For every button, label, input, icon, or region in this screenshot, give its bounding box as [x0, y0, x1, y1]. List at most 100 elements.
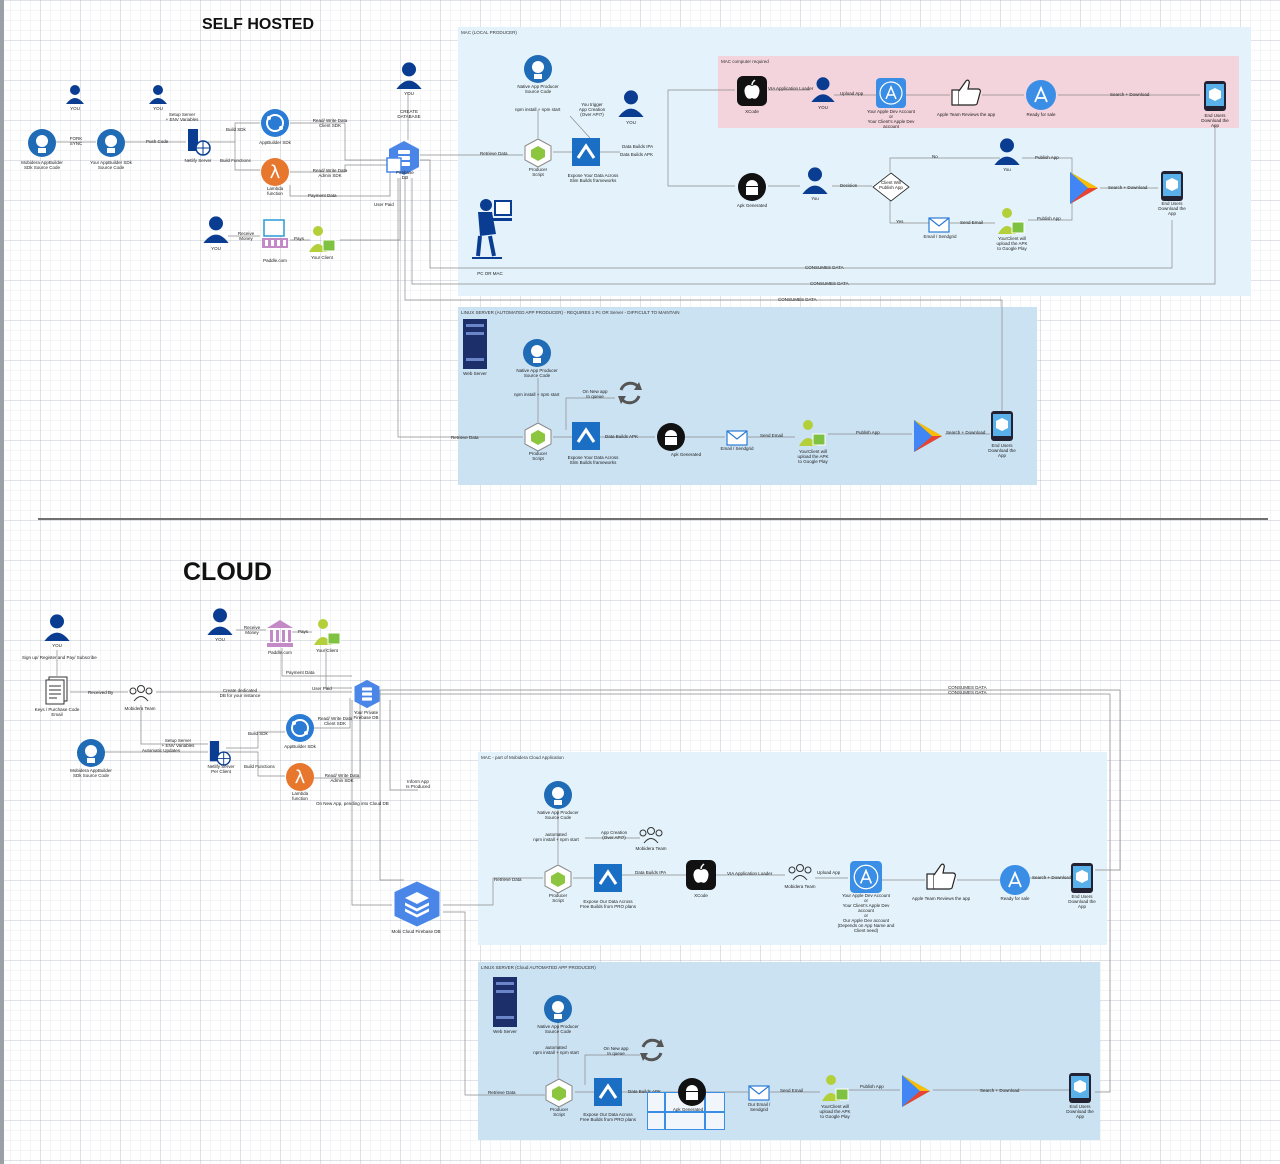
npm-install-label: automated npm install + npm start	[533, 832, 579, 842]
email-icon	[748, 1083, 770, 1106]
publish-app-label: Publish App	[1035, 155, 1059, 160]
send-email-label: Send Email	[960, 220, 984, 225]
web-server-icon[interactable]	[462, 318, 488, 375]
signup-label: Sign up/ Register and Pay/ Subscribe	[22, 655, 97, 660]
firebase-db-label: Firebase DB	[396, 170, 414, 180]
mobile-app-icon[interactable]	[990, 410, 1014, 447]
expose-icon[interactable]	[594, 1078, 622, 1111]
mobile-app-icon[interactable]	[1203, 80, 1227, 117]
app-store-icon[interactable]	[876, 78, 906, 113]
producer-script-icon[interactable]	[523, 422, 553, 457]
android-icon[interactable]	[656, 422, 686, 457]
you-label: You	[1003, 167, 1011, 172]
lambda-icon[interactable]: λ	[260, 157, 290, 192]
android-icon[interactable]	[677, 1077, 707, 1112]
consumes-data-label: CONSUMES DATA	[948, 685, 987, 690]
user-icon	[43, 612, 71, 647]
app-store-circle-icon[interactable]	[999, 864, 1031, 901]
producer-script-icon[interactable]	[544, 1078, 574, 1113]
mobile-app-icon[interactable]	[1160, 170, 1184, 207]
web-server-icon[interactable]	[492, 976, 518, 1033]
app-store-circle-icon[interactable]	[1025, 79, 1057, 116]
sync-icon	[615, 378, 645, 413]
you-label: You	[811, 196, 819, 201]
expose-icon[interactable]	[572, 422, 600, 455]
network-icon[interactable]	[260, 108, 290, 143]
on-new-app-label: On New app In queue	[603, 1046, 629, 1056]
firebase-db-icon[interactable]	[390, 880, 444, 933]
mobile-app-icon[interactable]	[1068, 1072, 1092, 1109]
you-label: YOU	[153, 106, 163, 111]
payment-data-label: Payment Data	[308, 193, 337, 198]
apple-icon[interactable]	[737, 76, 767, 111]
no-label: No	[932, 154, 938, 159]
github-icon[interactable]	[522, 338, 552, 373]
canvas-left-edge	[0, 0, 4, 1164]
search-download-label: Search + Download	[946, 430, 986, 435]
expose-icon[interactable]	[594, 864, 622, 897]
consumes-data-label: CONSUMES DATA	[948, 690, 987, 695]
build-functions-label: Build Functions	[220, 158, 251, 163]
google-play-icon[interactable]	[1068, 170, 1100, 211]
network-icon[interactable]	[285, 713, 315, 748]
client-upload-label: YourClient will upload the APK to Google…	[996, 236, 1028, 251]
you-label: YOU	[404, 91, 414, 96]
private-firebase-label: Your Private Firebase DB	[353, 710, 379, 720]
app-store-icon[interactable]	[850, 861, 882, 898]
github-icon[interactable]	[523, 54, 553, 89]
firebase-db-icon[interactable]	[352, 679, 382, 714]
web-server-label: Web Server	[463, 371, 487, 376]
you-label: YOU	[818, 105, 828, 110]
producer-script-label: Producer Script	[528, 167, 548, 177]
google-play-icon[interactable]	[900, 1073, 932, 1114]
producer-script-icon[interactable]	[543, 864, 573, 899]
netlify-label: Netlify Server	[184, 158, 212, 163]
github-icon[interactable]	[96, 128, 126, 163]
expose-icon[interactable]	[572, 138, 600, 171]
bank-icon[interactable]	[266, 618, 294, 653]
pc-or-mac-label: PC OR MAC	[477, 271, 503, 276]
team-icon	[787, 862, 813, 887]
client-icon	[797, 418, 827, 453]
end-users-label: End Users Download the App	[1066, 1104, 1094, 1119]
decision-diamond	[872, 172, 910, 207]
mobile-app-icon[interactable]	[1070, 862, 1094, 899]
you-label: YOU	[215, 637, 225, 642]
user-icon	[993, 136, 1021, 171]
server-icon[interactable]	[186, 128, 212, 161]
user-paid-label: User Paid	[374, 202, 394, 207]
github-icon[interactable]	[27, 128, 57, 163]
client-icon	[996, 206, 1026, 241]
android-icon[interactable]	[737, 172, 767, 207]
client-upload-label: YourClient will upload the APK to Google…	[819, 1104, 851, 1119]
github-icon[interactable]	[76, 738, 106, 773]
producer-script-label: Producer Script	[528, 451, 548, 461]
apk-generated-label: Apk Generated	[736, 203, 768, 208]
computer-icon[interactable]	[260, 218, 290, 257]
end-users-label: End Users Download the App	[988, 443, 1016, 458]
keys-purchase-label: Keys / Purchase Code Email	[34, 707, 80, 717]
user-icon	[801, 165, 829, 200]
read-write-client-label: Read/ Write Data Client SDK	[317, 716, 353, 726]
producer-script-icon[interactable]	[523, 138, 553, 173]
google-play-icon[interactable]	[912, 418, 944, 459]
firebase-db-icon[interactable]	[386, 140, 422, 181]
build-sdk-label: Build SDk	[248, 731, 268, 736]
search-download-label: Search + Download	[1032, 875, 1072, 880]
panel-title: MAC (LOCAL PRODUCER)	[461, 30, 517, 35]
build-functions-label: Build Functions	[244, 764, 275, 769]
apple-icon[interactable]	[686, 860, 716, 895]
lambda-icon[interactable]: λ	[285, 762, 315, 797]
yes-label: Yes	[896, 219, 904, 224]
apk-generated-label: Apk Generated	[670, 452, 702, 457]
consumes-data-label: CONSUMES DATA	[805, 265, 844, 270]
xcode-label: XCode	[745, 109, 759, 114]
server-icon[interactable]	[208, 740, 232, 771]
panel-title: MAC - part of Mobidera Cloud Application	[481, 755, 564, 760]
github-icon[interactable]	[543, 780, 573, 815]
email-label: Email / Sendgrid	[923, 234, 957, 239]
upload-app-label: Upload App	[840, 91, 864, 96]
github-icon[interactable]	[543, 994, 573, 1029]
user-icon	[206, 606, 234, 641]
push-code-label: Push Code	[146, 139, 169, 144]
